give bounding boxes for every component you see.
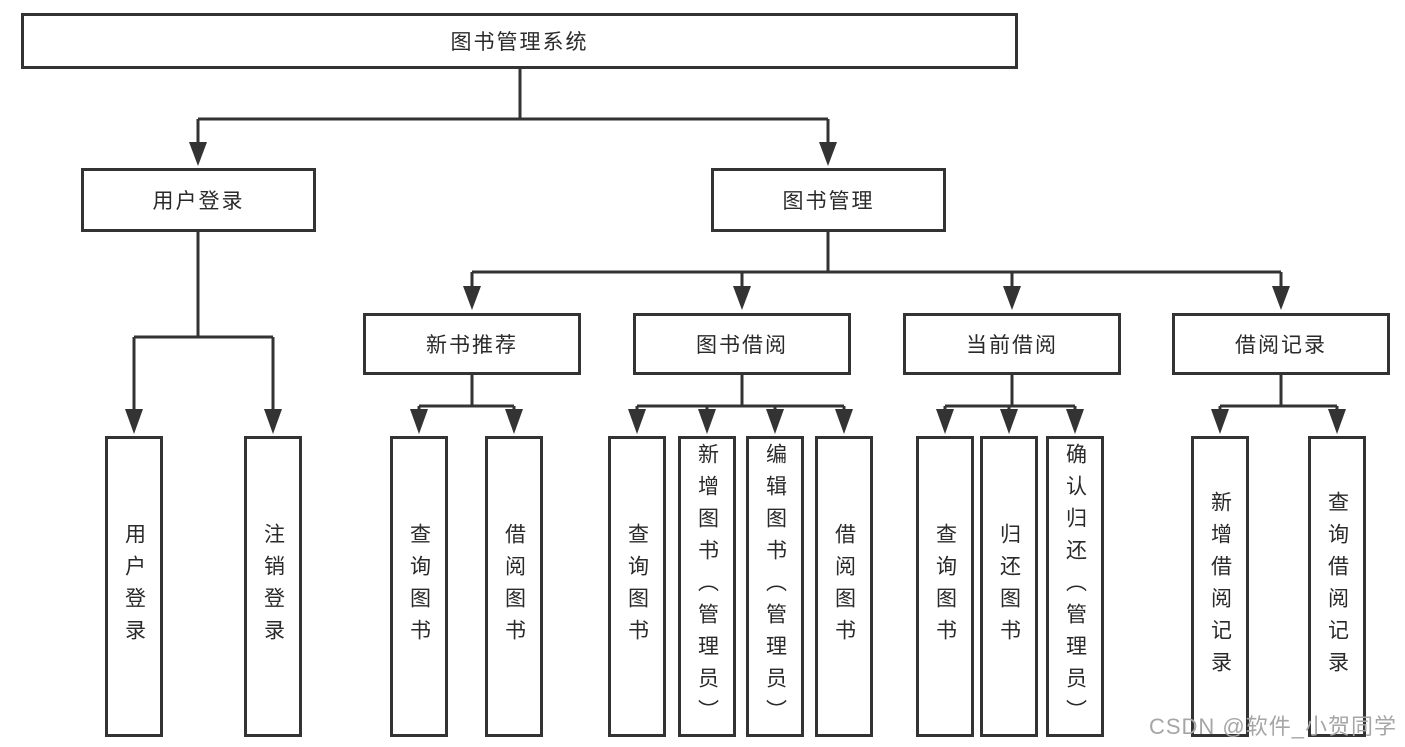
connector-book-borrow <box>635 375 846 412</box>
arrow-down-icon <box>1066 409 1084 434</box>
node-leaf-borrow-books-recommend: 借阅图书 <box>485 436 543 737</box>
arrow-down-icon <box>766 409 784 434</box>
node-label: 借阅图书 <box>502 522 526 651</box>
node-label: 借阅图书 <box>832 522 856 651</box>
node-leaf-query-borrow-record: 查询借阅记录 <box>1308 436 1366 737</box>
node-label: 用户登录 <box>122 522 146 651</box>
node-leaf-edit-book-admin: 编辑图书（管理员） <box>746 436 804 737</box>
node-leaf-add-book-admin: 新增图书（管理员） <box>678 436 736 737</box>
node-label: 新增图书（管理员） <box>695 442 719 731</box>
node-user-login-group: 用户登录 <box>81 168 316 232</box>
node-root: 图书管理系统 <box>21 13 1018 69</box>
connector-borrow-records <box>1218 375 1339 412</box>
node-label: 新增借阅记录 <box>1208 490 1232 683</box>
node-book-borrow: 图书借阅 <box>633 313 851 375</box>
node-leaf-query-books-current: 查询图书 <box>916 436 974 737</box>
watermark: CSDN @软件_小贺同学 <box>1148 714 1397 739</box>
arrow-down-icon <box>733 286 751 310</box>
node-label: 归还图书 <box>997 522 1021 651</box>
node-label: 借阅记录 <box>1235 334 1327 357</box>
connector-book-management-group <box>470 232 1283 288</box>
node-label: 新书推荐 <box>426 334 518 357</box>
node-leaf-borrow-books: 借阅图书 <box>815 436 873 737</box>
node-label: 当前借阅 <box>966 334 1058 357</box>
arrow-down-icon <box>189 142 207 166</box>
node-leaf-confirm-return-admin: 确认归还（管理员） <box>1046 436 1104 737</box>
arrow-down-icon <box>264 409 282 434</box>
node-label: 查询图书 <box>625 522 649 651</box>
arrow-down-icon <box>819 142 837 166</box>
arrow-down-icon <box>463 286 481 310</box>
node-borrow-records: 借阅记录 <box>1172 313 1390 375</box>
node-label: 编辑图书（管理员） <box>763 442 787 731</box>
connector-new-book-recommend <box>417 375 516 412</box>
node-book-management-group: 图书管理 <box>711 168 946 232</box>
node-label: 确认归还（管理员） <box>1063 442 1087 731</box>
node-leaf-return-book: 归还图书 <box>980 436 1038 737</box>
arrow-down-icon <box>1003 286 1021 310</box>
arrow-down-icon <box>410 409 428 434</box>
arrow-down-icon <box>698 409 716 434</box>
arrowheads <box>125 142 1346 434</box>
node-leaf-add-borrow-record: 新增借阅记录 <box>1191 436 1249 737</box>
connector-user-login-group <box>132 232 275 412</box>
arrow-down-icon <box>835 409 853 434</box>
node-leaf-query-books-borrow: 查询图书 <box>608 436 666 737</box>
node-leaf-query-books-recommend: 查询图书 <box>390 436 448 737</box>
node-new-book-recommend: 新书推荐 <box>363 313 581 375</box>
arrow-down-icon <box>936 409 954 434</box>
node-label: 图书借阅 <box>696 334 788 357</box>
connector-root <box>196 69 830 145</box>
arrow-down-icon <box>628 409 646 434</box>
node-label: 注销登录 <box>261 522 285 651</box>
arrow-down-icon <box>1211 409 1229 434</box>
arrow-down-icon <box>1272 286 1290 310</box>
arrow-down-icon <box>1000 409 1018 434</box>
node-label: 查询图书 <box>407 522 431 651</box>
arrow-down-icon <box>125 409 143 434</box>
node-label: 用户登录 <box>152 190 245 213</box>
node-label: 查询图书 <box>933 522 957 651</box>
connector-current-borrow <box>943 375 1077 412</box>
arrow-down-icon <box>505 409 523 434</box>
node-leaf-user-login: 用户登录 <box>105 436 163 737</box>
node-label: 查询借阅记录 <box>1325 490 1349 683</box>
node-root-label: 图书管理系统 <box>450 31 589 54</box>
node-leaf-logout: 注销登录 <box>244 436 302 737</box>
arrow-down-icon <box>1328 409 1346 434</box>
node-current-borrow: 当前借阅 <box>903 313 1121 375</box>
node-label: 图书管理 <box>782 190 875 213</box>
